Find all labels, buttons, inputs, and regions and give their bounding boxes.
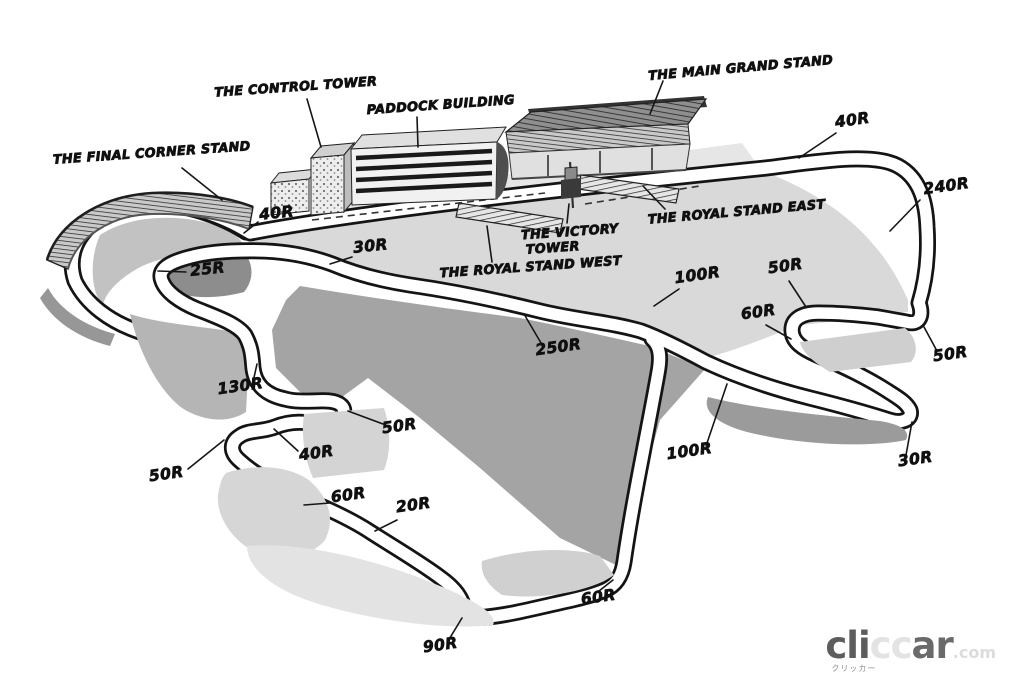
corner-label-text: 50R — [932, 343, 969, 366]
site-watermark: cliccar.com クリッカー — [825, 627, 996, 673]
corner-label-50r: 50R — [767, 254, 807, 308]
left-cylinder-hill — [130, 314, 248, 420]
corner-label-text: 30R — [897, 448, 934, 471]
building-label-text: THE VICTORY — [521, 222, 621, 244]
leader-line — [243, 221, 259, 234]
tip-dark-wedge — [706, 397, 908, 445]
corner-label-text: 20R — [395, 494, 432, 517]
s-complex-light-wedge — [800, 328, 916, 372]
corner-label-60r: 60R — [580, 579, 617, 609]
leader-line — [329, 256, 353, 265]
hook-hill-block — [302, 408, 390, 478]
leader-line — [523, 313, 542, 344]
leader-line — [303, 502, 331, 506]
corner-label-text: 50R — [767, 255, 804, 278]
paddock-building — [349, 126, 509, 206]
building-label-text: THE CONTROL TOWER — [214, 74, 378, 100]
corner-label-text: 50R — [148, 463, 185, 486]
leader-line — [923, 326, 938, 352]
leader-line — [374, 519, 398, 532]
inner-curve-gray — [92, 217, 245, 305]
leader-line — [788, 280, 807, 308]
leader-line — [187, 439, 225, 470]
race-track — [152, 150, 936, 626]
building-label-the-final-corner-stand: THE FINAL CORNER STAND — [52, 139, 252, 201]
leader-line — [905, 421, 913, 456]
corner-label-text: 60R — [580, 586, 617, 609]
corner-label-text: 25R — [189, 258, 225, 280]
corner-label-30r: 30R — [329, 235, 389, 265]
corner-label-20r: 20R — [374, 493, 432, 532]
victory-tower — [561, 161, 581, 209]
corner-label-text: 50R — [381, 415, 418, 438]
leader-line — [705, 383, 728, 447]
leader-line — [181, 167, 223, 201]
leader-line — [252, 363, 258, 383]
leader-line — [447, 617, 463, 642]
building-label-the-control-tower: THE CONTROL TOWER — [213, 74, 378, 148]
corner-label-text: 60R — [740, 301, 777, 324]
final-corner-stand — [45, 191, 254, 270]
corner-label-30r: 30R — [897, 421, 934, 471]
corner-label-text: 240R — [922, 174, 970, 198]
south-slope-dark — [272, 286, 706, 566]
watermark-part-ar: ar — [911, 624, 954, 667]
banking-outer-shadow — [40, 288, 115, 346]
corner-label-text: 40R — [297, 442, 335, 465]
leader-line — [157, 270, 187, 273]
building-label-text: THE FINAL CORNER STAND — [52, 139, 251, 168]
corner-label-text: 40R — [257, 202, 294, 224]
corner-label-25r: 25R — [157, 258, 226, 280]
corner-label-text: 100R — [665, 439, 713, 463]
pit-wall-dashes — [311, 185, 701, 221]
corner-label-40r: 40R — [798, 108, 871, 159]
leader-line — [486, 225, 493, 263]
leader-line — [347, 410, 384, 425]
corner-label-90r: 90R — [422, 617, 463, 657]
corner-label-text: 30R — [352, 235, 388, 257]
corner-label-40r: 40R — [243, 202, 295, 234]
building-label-text: THE MAIN GRAND STAND — [648, 53, 834, 84]
leader-line — [416, 116, 419, 148]
central-plateau-top — [252, 170, 908, 360]
corner-label-60r: 60R — [740, 300, 792, 340]
corner-label-text: 40R — [833, 109, 871, 132]
watermark-furigana: クリッカー — [831, 664, 877, 673]
corner-label-text: 90R — [422, 634, 459, 657]
royal-stand-west — [455, 202, 564, 234]
leader-line — [765, 324, 792, 340]
leader-line — [306, 98, 322, 148]
leader-line — [889, 199, 921, 232]
leader-line — [598, 579, 614, 592]
building-label-the-victory: THE VICTORY — [520, 203, 621, 244]
watermark-domain: .com — [952, 643, 996, 662]
corner-label-text: 60R — [330, 484, 367, 507]
buildings — [45, 96, 708, 270]
corner-label-50r: 50R — [148, 439, 225, 486]
building-label-text: TOWER — [525, 239, 580, 258]
corner-label-50r: 50R — [923, 326, 969, 366]
building-label-text: PADDOCK BUILDING — [366, 93, 515, 118]
bottom-loop-infield — [481, 549, 614, 597]
corner-label-40r: 40R — [273, 428, 335, 465]
leader-line — [649, 80, 664, 115]
corner-label-60r: 60R — [303, 483, 367, 507]
corner-label-50r: 50R — [347, 410, 418, 438]
leader-line — [566, 203, 570, 224]
building-label-tower: TOWER — [525, 239, 581, 259]
leader-line — [653, 288, 680, 307]
mid-terrain-details — [217, 328, 916, 627]
leader-line — [798, 132, 837, 159]
main-grand-stand — [504, 96, 708, 180]
watermark-part-cli: cli — [825, 624, 870, 667]
bottom-left-lobe — [217, 467, 330, 558]
leader-line — [642, 185, 666, 210]
track-surface — [155, 153, 934, 623]
leader-line — [273, 428, 299, 452]
bottom-soft-shadow — [247, 545, 494, 627]
watermark-part-cc: cc — [869, 624, 913, 667]
